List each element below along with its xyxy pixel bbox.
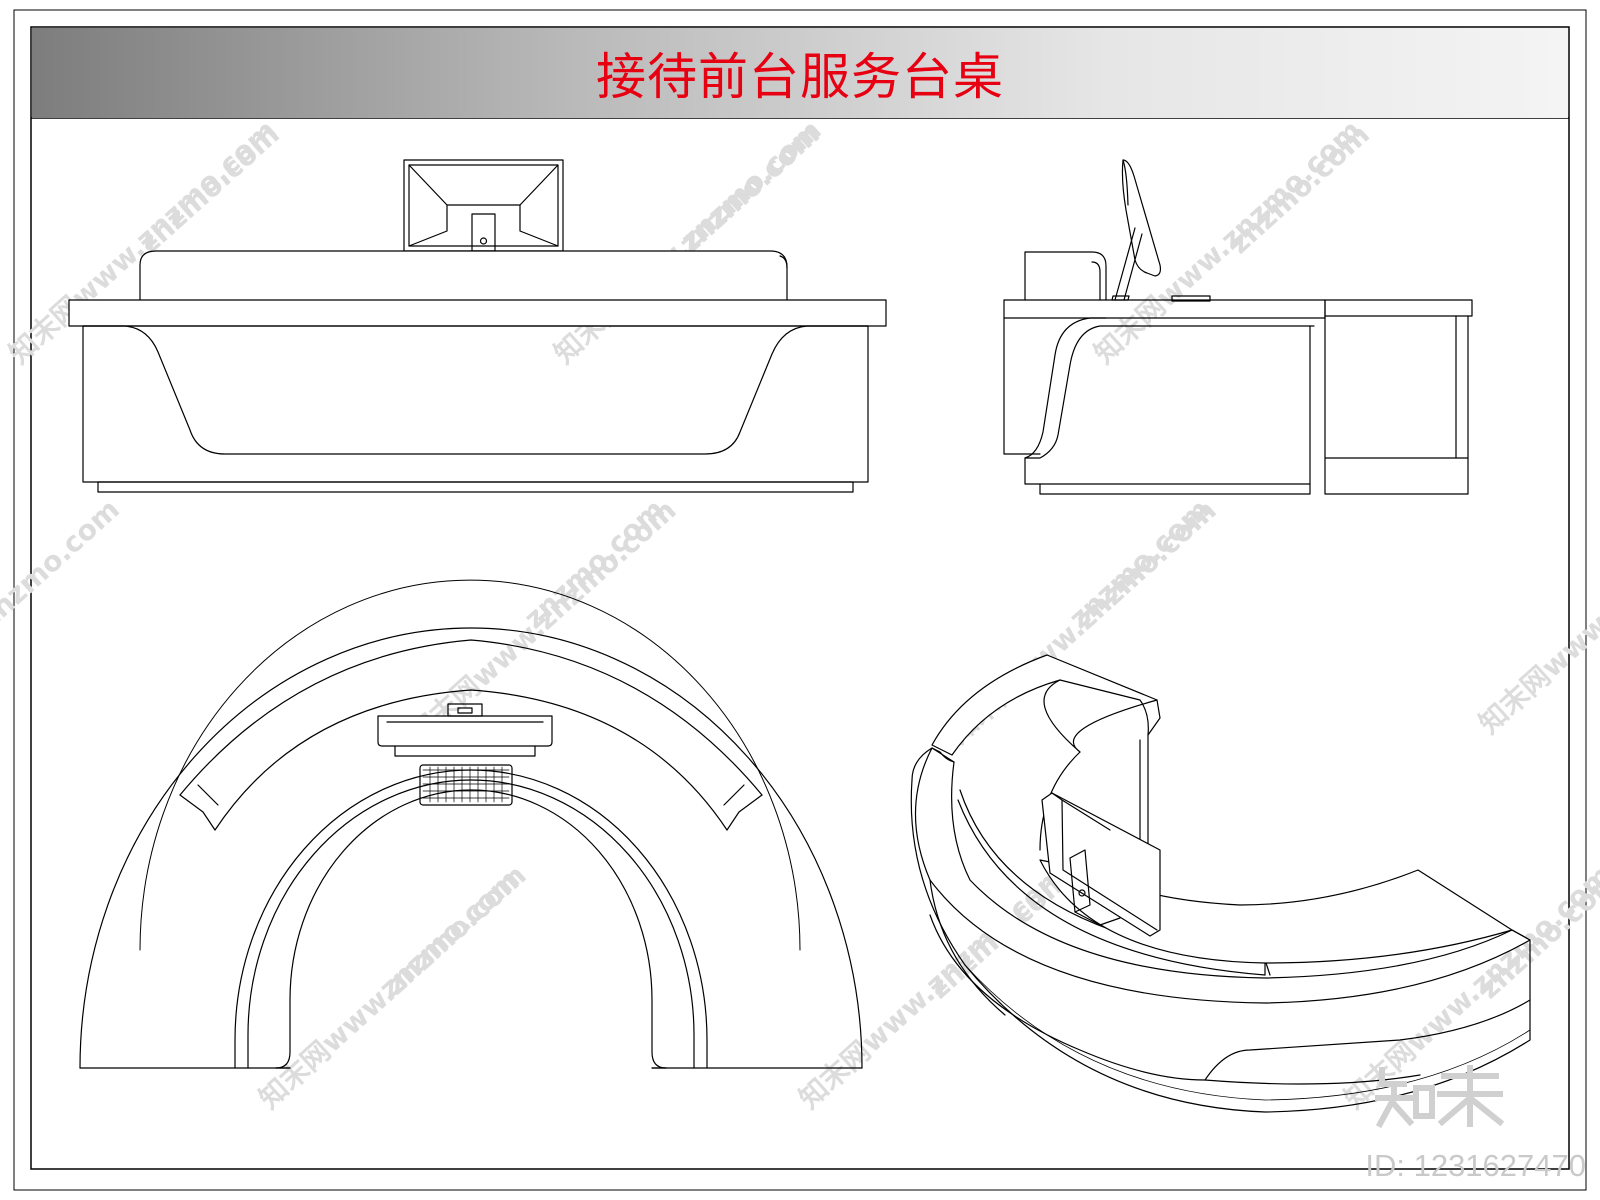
- side-curve-panel: [1025, 318, 1325, 458]
- side-keyboard: [1172, 296, 1210, 301]
- persp-counter-top: [915, 748, 1530, 1003]
- persp-monitor: [1042, 793, 1160, 936]
- side-back-panel: [1025, 252, 1106, 300]
- plan-inner-arc-3: [276, 790, 666, 1068]
- front-countertop: [69, 300, 886, 326]
- plan-inner-arc-1: [235, 770, 707, 1068]
- persp-front-curve: [930, 915, 1530, 1080]
- persp-desk-surface: [1040, 860, 1512, 963]
- front-plinth: [98, 482, 853, 492]
- front-monitor: [404, 160, 563, 251]
- side-return-desk: [1325, 300, 1472, 316]
- front-back-panel: [140, 251, 787, 300]
- side-monitor: [1112, 160, 1160, 300]
- image-id-label: ID: 1231627470: [1365, 1148, 1586, 1183]
- plan-outer-arc: [80, 628, 862, 1068]
- title-bar: [32, 28, 1568, 118]
- persp-inner-ledge: [958, 790, 1265, 975]
- front-body: [83, 326, 868, 482]
- plan-keyboard: [420, 765, 512, 805]
- front-panel-curve: [83, 326, 868, 454]
- plan-monitor: [378, 704, 552, 756]
- drawing-title: 接待前台服务台桌: [596, 48, 1004, 106]
- top-plan-view: [80, 580, 862, 1068]
- perspective-view: [911, 655, 1530, 1112]
- persp-top-slab: [932, 655, 1160, 755]
- plan-counter-arc-outer: [140, 580, 800, 950]
- front-elevation-view: [69, 160, 886, 492]
- side-counter-left: [1004, 300, 1325, 318]
- side-elevation-view: [1004, 160, 1472, 494]
- plan-inner-arc-2: [248, 780, 694, 1068]
- brand-logo-icon: [1374, 1064, 1504, 1128]
